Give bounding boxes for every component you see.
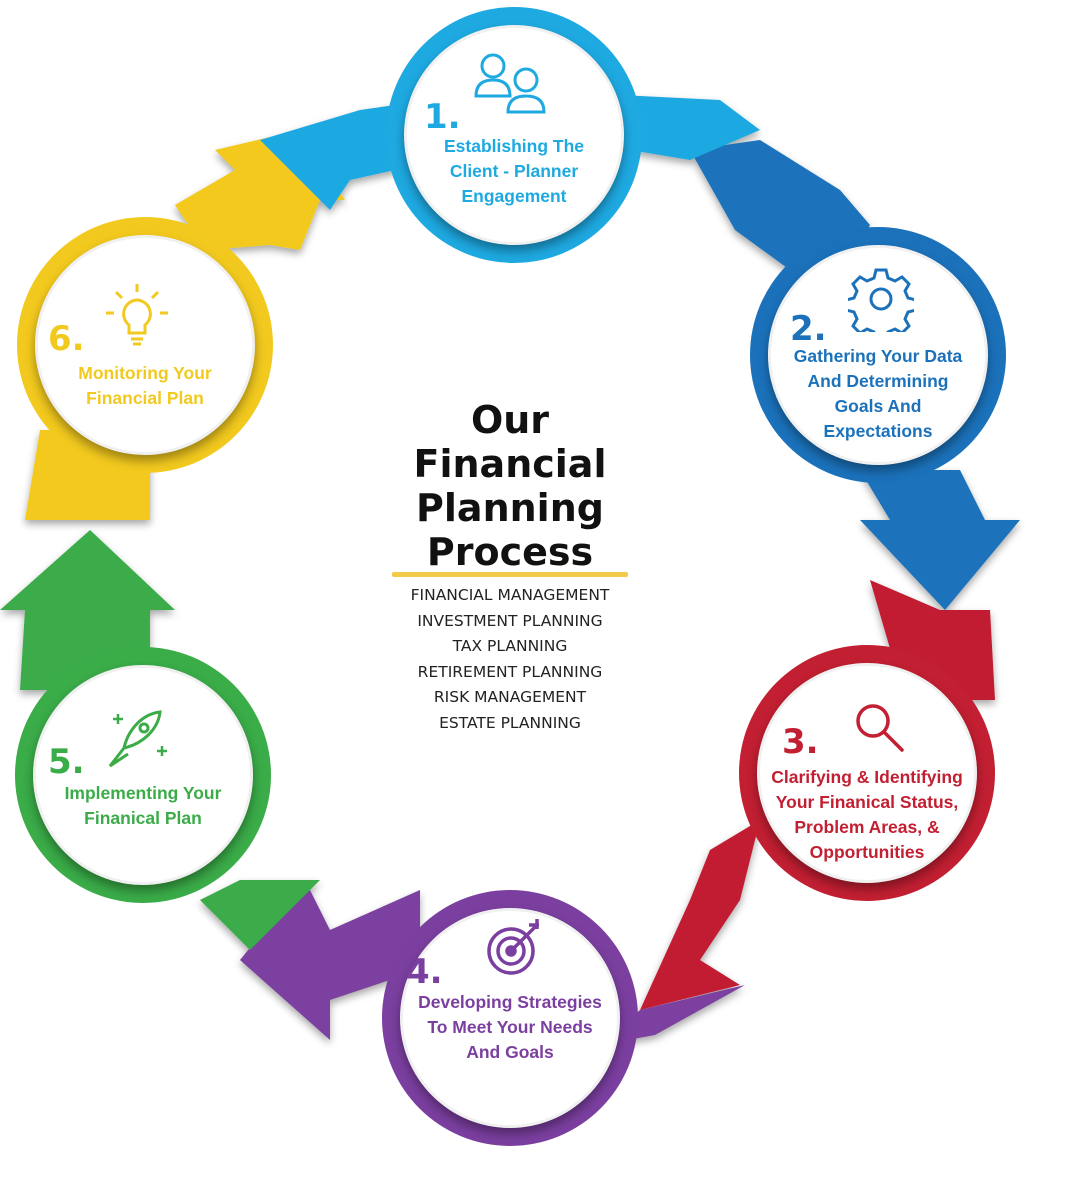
step-4-number: 4. xyxy=(406,952,443,992)
arrow-segment-4 xyxy=(640,820,760,1010)
topic-item: FINANCIAL MANAGEMENT xyxy=(410,586,610,604)
arrow-segment-5b xyxy=(200,880,320,950)
arrow-segment-3 xyxy=(860,470,1020,610)
step-5-number: 5. xyxy=(48,742,85,782)
step-5-label: Implementing Your Finanical Plan xyxy=(64,783,222,828)
step-4-circle xyxy=(400,908,620,1128)
people-icon xyxy=(474,53,546,114)
step-2-number: 2. xyxy=(790,309,827,349)
step-6-circle xyxy=(35,235,255,455)
step-6-label: Monitoring Your Financial Plan xyxy=(78,363,212,408)
arrow-segment-2 xyxy=(690,140,870,270)
topic-item: RETIREMENT PLANNING xyxy=(417,662,603,681)
step-3-circle xyxy=(757,663,977,883)
step-6-number: 6. xyxy=(48,319,85,359)
topic-item: TAX PLANNING xyxy=(452,637,568,655)
step-2-circle xyxy=(768,245,988,465)
arrow-segment-5 xyxy=(240,880,420,1040)
topic-item: INVESTMENT PLANNING xyxy=(417,611,603,630)
title-underline xyxy=(392,572,628,577)
arrow-segment-2b xyxy=(620,95,760,160)
topic-item: RISK MANAGEMENT xyxy=(433,688,587,706)
step-3-number: 3. xyxy=(782,722,819,762)
target-icon xyxy=(487,919,539,975)
magnifier-icon xyxy=(856,704,904,752)
rocket-icon xyxy=(108,710,167,768)
topic-item: ESTATE PLANNING xyxy=(439,713,581,732)
step-4-label: Developing Strategies To Meet Your Needs… xyxy=(418,992,602,1062)
gear-icon xyxy=(848,268,914,332)
step-2-label: Gathering Your Data And Determining Goal… xyxy=(793,346,963,441)
planning-topics-list: FINANCIAL MANAGEMENT INVESTMENT PLANNING… xyxy=(360,583,660,736)
step-3-label: Clarifying & Identifying Your Finanical … xyxy=(771,767,963,862)
step-5-circle xyxy=(33,665,253,885)
step-1-number: 1. xyxy=(424,97,461,137)
step-1-circle xyxy=(404,25,624,245)
diagram-title: Our Financial Planning Process xyxy=(413,398,607,574)
step-1-label: Establishing The Client - Planner Engage… xyxy=(443,136,585,206)
lightbulb-icon xyxy=(106,284,168,346)
